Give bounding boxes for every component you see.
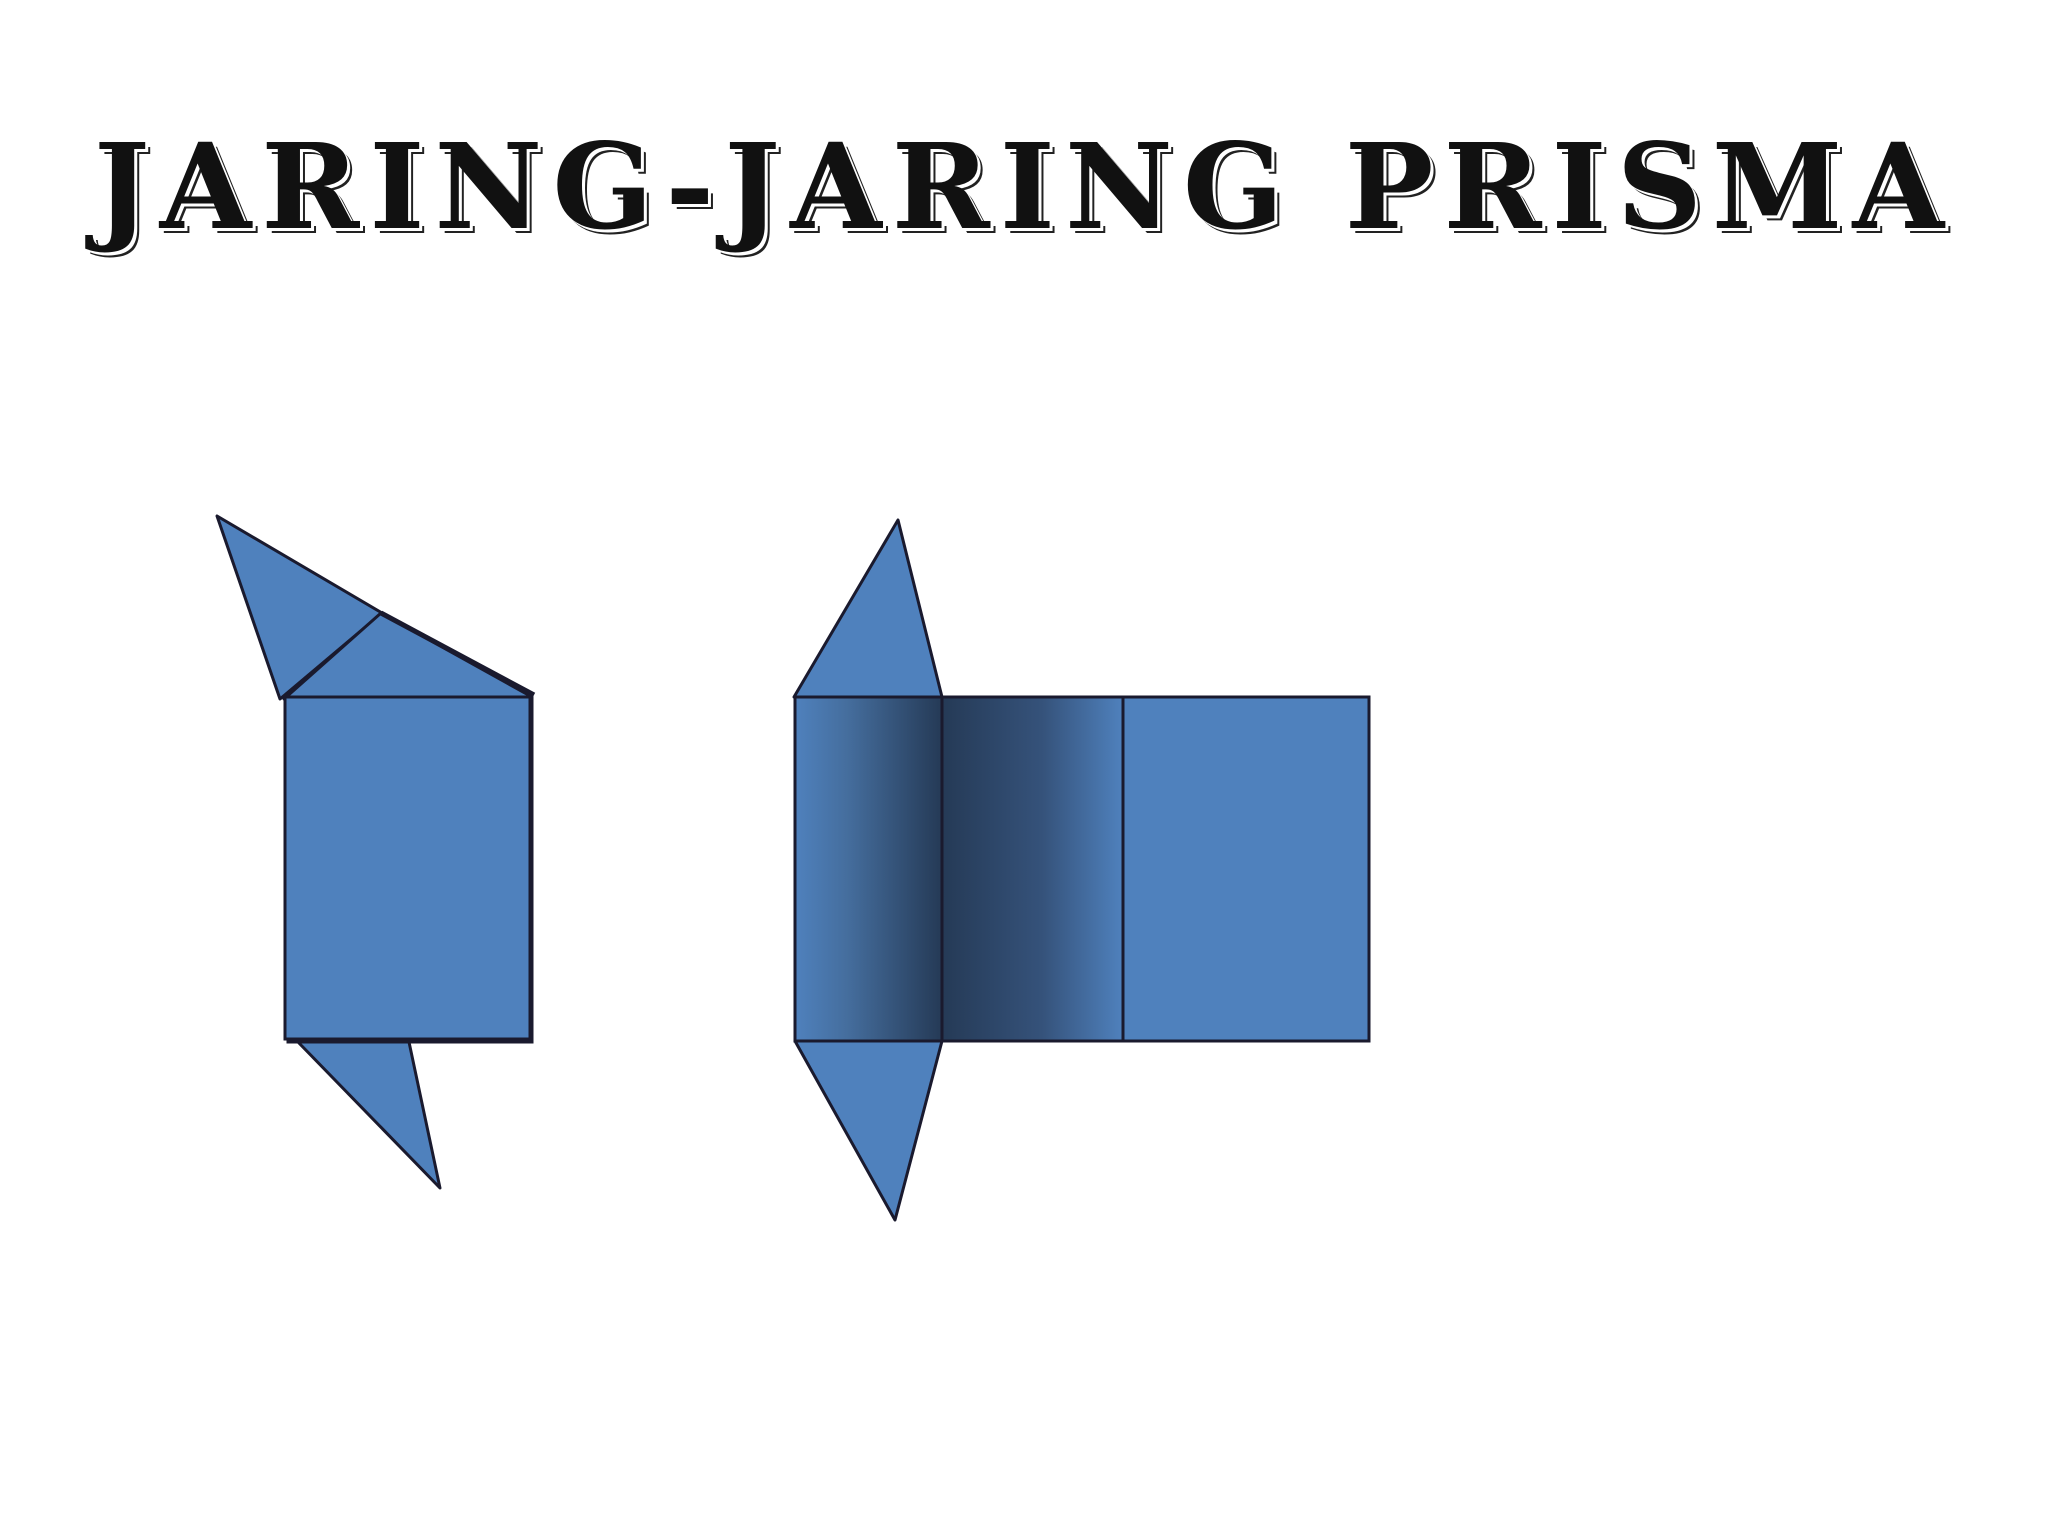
net-b-rectangle-plain	[1121, 695, 1371, 1043]
net-a-rectangle-body	[283, 695, 532, 1041]
net-a	[215, 514, 536, 1190]
page-title: Jaring-jaring prisma	[93, 117, 1955, 256]
net-a-top-edge	[379, 610, 536, 698]
net-b-bottom-triangle	[793, 1039, 944, 1222]
net-b-top-triangle	[792, 518, 944, 699]
net-a-bottom-triangle	[296, 1040, 442, 1190]
net-b	[792, 518, 1371, 1222]
net-b-rectangle-shaded-1	[793, 695, 944, 1043]
net-b-rectangle-shaded-2	[940, 695, 1125, 1043]
